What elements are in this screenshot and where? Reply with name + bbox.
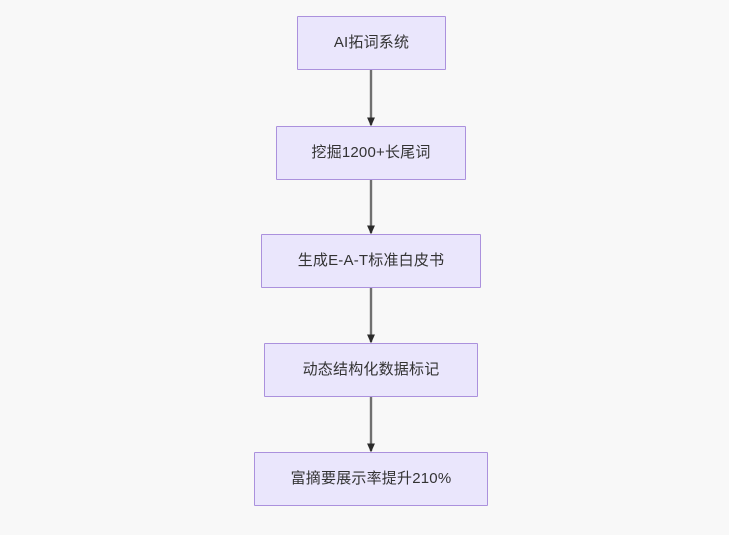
flow-node-n5[interactable]: 富摘要展示率提升210% [254, 452, 488, 506]
flow-node-n3[interactable]: 生成E-A-T标准白皮书 [261, 234, 481, 288]
flow-node-label: 富摘要展示率提升210% [290, 470, 452, 488]
flow-node-label: AI拓词系统 [333, 34, 410, 52]
flow-node-n1[interactable]: AI拓词系统 [297, 16, 446, 70]
flow-node-n4[interactable]: 动态结构化数据标记 [264, 343, 478, 397]
flow-node-label: 动态结构化数据标记 [302, 361, 440, 379]
flow-node-n2[interactable]: 挖掘1200+长尾词 [276, 126, 466, 180]
flow-node-label: 生成E-A-T标准白皮书 [297, 252, 445, 270]
flow-node-label: 挖掘1200+长尾词 [311, 144, 431, 162]
